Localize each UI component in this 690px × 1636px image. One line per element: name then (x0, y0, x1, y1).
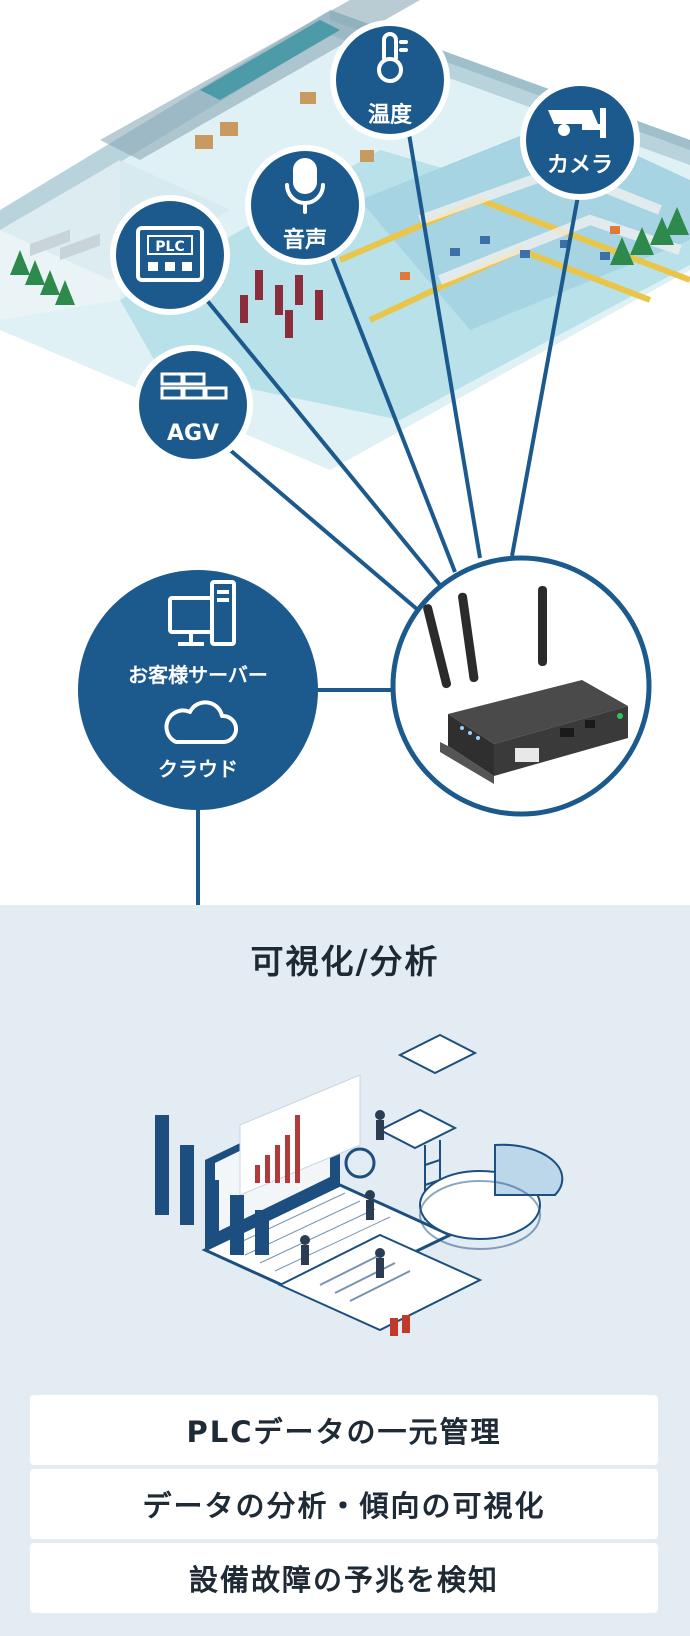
cloud-label: クラウド (158, 757, 238, 781)
analysis-panel: 可視化/分析 (0, 905, 690, 1636)
plc-panel-icon: PLC (136, 226, 204, 282)
trees (10, 207, 689, 305)
line-camera (510, 184, 582, 557)
server-cloud-hub: お客様サーバー クラウド (78, 570, 318, 810)
cloud-icon (164, 700, 238, 744)
connection-lines (196, 127, 582, 905)
sensor-audio: 音声 (245, 145, 365, 265)
plc-panel-label: PLC (155, 239, 184, 255)
sensor-label-agv: AGV (167, 421, 219, 446)
gateway-device (390, 555, 652, 817)
sensor-label-camera: カメラ (547, 153, 613, 178)
sensor-camera: カメラ (520, 80, 640, 200)
feature-item-analysis: データの分析・傾向の可視化 (30, 1469, 658, 1539)
sensor-agv: AGV (133, 345, 253, 465)
microphone-icon (285, 158, 325, 214)
desktop-server-icon (168, 580, 236, 646)
sensor-temperature: 温度 (330, 20, 450, 140)
line-temperature (406, 127, 482, 559)
line-plc (203, 296, 442, 587)
analysis-title: 可視化/分析 (250, 942, 440, 981)
line-agv (228, 448, 420, 612)
iot-gateway-router-icon (423, 586, 628, 784)
agv-icon (160, 372, 228, 400)
feature-item-failure-prediction: 設備故障の予兆を検知 (30, 1543, 658, 1613)
feature-item-plc-data: PLCデータの一元管理 (30, 1395, 658, 1465)
server-label: お客様サーバー (128, 663, 268, 687)
sensor-label-temperature: 温度 (368, 102, 413, 128)
sensor-label-audio: 音声 (283, 227, 327, 253)
sensor-plc: PLC (110, 195, 230, 315)
security-camera-icon (548, 108, 606, 138)
analytics-illustration (155, 1033, 564, 1336)
thermometer-icon (377, 32, 408, 83)
line-audio (328, 251, 457, 573)
